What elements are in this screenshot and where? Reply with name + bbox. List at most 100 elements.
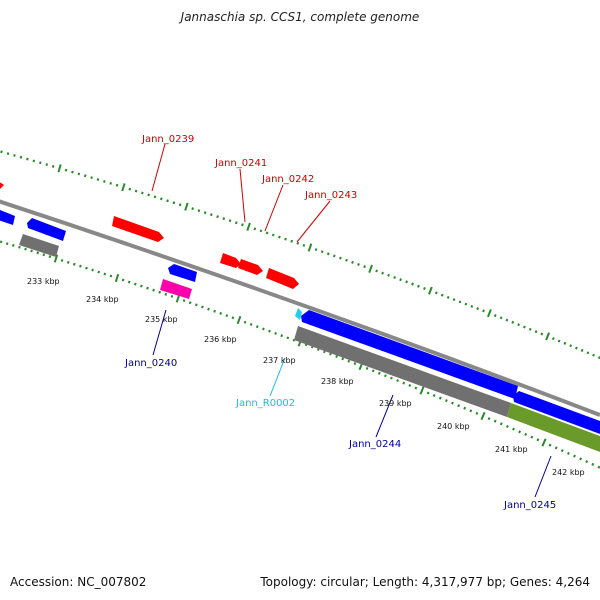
minor-tick [482,309,485,313]
minor-tick [536,438,540,442]
minor-tick [6,152,10,156]
reverse-genes [0,210,600,434]
minor-tick [432,393,436,398]
major-tick [121,183,126,192]
gene-jann-0239[interactable] [112,216,164,242]
map-title: Jannaschia sp. CCS1, complete genome [180,10,420,24]
minor-tick [234,221,238,225]
minor-tick [133,282,137,286]
minor-tick [405,280,408,284]
label-jann-0243[interactable]: Jann_0243 [304,190,357,201]
minor-tick [172,201,176,205]
major-tick [236,315,242,325]
minor-tick [464,302,468,306]
gene-jann-0243[interactable] [266,268,299,289]
minor-tick [271,233,275,237]
minor-tick [253,227,257,231]
label-jann-0242[interactable]: Jann_0242 [261,174,314,185]
major-tick [175,294,181,303]
minor-tick [216,215,219,219]
scale-label: 236 kbp [204,335,237,344]
genome-backbone [0,199,600,417]
minor-tick [347,359,351,363]
scale-label: 239 kbp [379,399,412,408]
minor-tick [560,449,564,453]
minor-tick [314,248,318,252]
gene-highlighted[interactable] [160,279,192,299]
minor-tick [469,409,473,413]
minor-tick [438,396,442,400]
minor-tick [280,334,284,338]
minor-tick [158,290,162,294]
gene-jann-0242[interactable] [238,259,263,275]
label-jann-0244[interactable]: Jann_0244 [348,439,401,450]
minor-tick [166,199,169,203]
minor-tick [540,332,544,336]
minor-tick [219,311,223,315]
minor-tick [182,299,186,303]
minor-tick [444,399,448,403]
minor-tick [243,320,247,324]
minor-tick [452,298,456,302]
minor-tick [24,247,27,251]
major-tick [307,243,313,252]
minor-tick [573,454,576,458]
major-tick [480,411,486,421]
gene-jann-0244[interactable] [301,310,518,399]
minor-tick [228,219,232,223]
gene-reverse-offscreen-1[interactable] [0,210,15,225]
minor-tick [476,307,480,311]
accession-text: Accession: NC_007802 [10,575,147,589]
minor-tick [121,278,125,282]
minor-tick [493,314,497,317]
scale-label: 237 kbp [263,356,296,365]
minor-tick [574,346,578,350]
minor-tick [592,353,595,357]
minor-tick [147,193,150,197]
minor-tick [197,209,201,213]
scale-label: 241 kbp [495,445,528,454]
minor-tick [77,172,81,176]
minor-tick [19,155,23,159]
gene-jann-0240[interactable] [168,264,197,282]
minor-tick [153,195,157,199]
forward-genes [0,181,299,289]
minor-tick [203,211,207,215]
minor-tick [12,244,15,247]
minor-tick [411,282,414,286]
gene-forward-offscreen[interactable] [0,181,4,191]
minor-tick [207,307,210,311]
scale-label: 233 kbp [27,277,60,286]
minor-tick [231,316,235,320]
major-tick [184,202,189,211]
minor-tick [530,435,534,439]
scale-labels: 233 kbp 234 kbp 235 kbp 236 kbp 237 kbp … [27,277,585,477]
minor-tick [140,284,143,288]
gene-jann-0241[interactable] [220,253,241,268]
minor-tick [278,235,281,239]
minor-tick [512,427,515,431]
upper-tick-row [0,150,600,360]
minor-tick [579,457,583,461]
minor-tick [141,191,144,195]
minor-tick [262,327,265,331]
label-jann-0240[interactable]: Jann_0240 [124,358,177,369]
minor-tick [357,263,360,266]
minor-tick [72,262,76,266]
label-jann-0245[interactable]: Jann_0245 [503,500,556,511]
rna-jann-r0002[interactable] [295,308,302,320]
minor-tick [18,245,21,249]
minor-tick [371,369,375,373]
minor-tick [42,253,46,257]
minor-tick [210,213,213,217]
minor-tick [524,432,528,436]
gene-jann-0245[interactable] [513,391,600,434]
minor-tick [475,411,479,415]
minor-tick [586,351,590,355]
minor-tick [499,422,503,426]
label-jann-0241[interactable]: Jann_0241 [214,158,267,169]
label-jann-r0002[interactable]: Jann_R0002 [235,398,295,409]
label-jann-0239[interactable]: Jann_0239 [141,134,194,145]
gene-reverse-offscreen-2[interactable] [27,218,66,241]
minor-tick [152,288,155,292]
